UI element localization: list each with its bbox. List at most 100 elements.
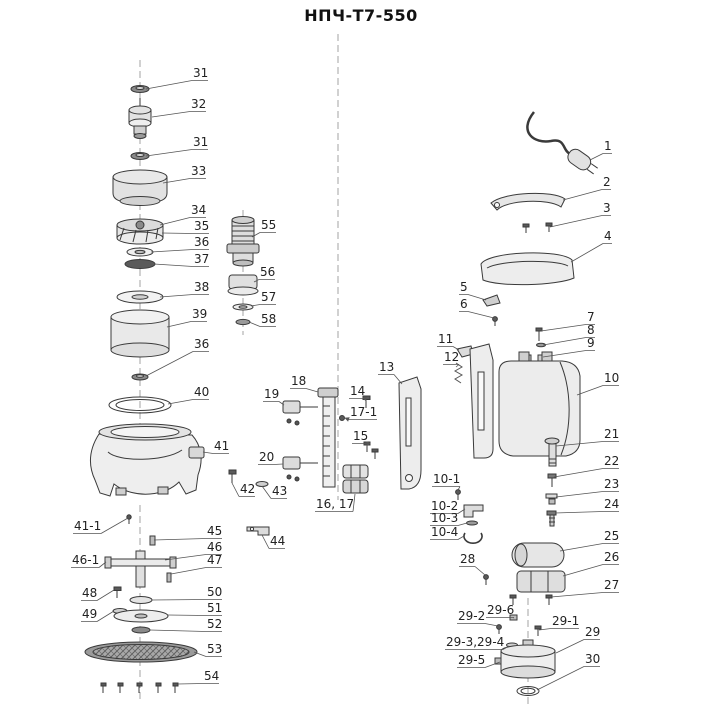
part-bolt-42 (228, 469, 237, 483)
part-label-10-4: 10-4 (431, 525, 458, 539)
leader-line-18 (290, 388, 319, 393)
part-washer-10-3 (466, 520, 478, 526)
leader-line-15 (352, 444, 368, 447)
leader-line-17-1 (345, 418, 377, 420)
part-label-55: 55 (261, 218, 276, 232)
part-label-38: 38 (194, 280, 209, 294)
leader-line-29 (555, 639, 600, 654)
leader-line-23 (555, 491, 619, 498)
leader-line-33 (162, 178, 206, 184)
leader-line-45 (153, 538, 222, 541)
part-impeller-34-35 (116, 218, 164, 245)
part-label-37: 37 (194, 252, 209, 266)
leader-line-53 (193, 651, 222, 657)
leader-line-49 (81, 610, 115, 622)
leader-line-44 (261, 534, 285, 549)
part-bolt-21 (544, 437, 560, 467)
part-label-24: 24 (604, 497, 619, 511)
part-pin-45 (149, 535, 156, 546)
part-label-34: 34 (191, 203, 206, 217)
leader-line-29-6 (486, 617, 515, 619)
part-label-35: 35 (194, 219, 209, 233)
part-label-57: 57 (261, 290, 276, 304)
leader-line-43 (261, 485, 287, 499)
leader-line-2 (562, 189, 611, 201)
part-label-46-1: 46-1 (72, 553, 99, 567)
leader-line-36 (145, 351, 209, 377)
leader-line-52 (149, 629, 222, 632)
leader-line-47 (170, 567, 222, 575)
part-label-29-5: 29-5 (458, 653, 485, 667)
part-label-5: 5 (460, 280, 468, 294)
leader-line-9 (542, 350, 595, 358)
part-cup-39 (110, 309, 170, 358)
leader-line-31 (145, 80, 208, 90)
part-label-12: 12 (444, 350, 459, 364)
part-label-29-3-29-4: 29-3,29-4 (446, 635, 504, 649)
part-label-2: 2 (603, 175, 611, 189)
part-label-41-1: 41-1 (74, 519, 101, 533)
part-power-cord-1 (526, 111, 598, 175)
part-label-29: 29 (585, 625, 600, 639)
part-pin-47 (166, 572, 172, 583)
part-label-10-2: 10-2 (431, 499, 458, 513)
part-label-30: 30 (585, 652, 600, 666)
leader-line-8 (542, 337, 595, 346)
leader-line-10-1 (432, 486, 461, 491)
part-clamp-10-4 (463, 532, 483, 544)
leader-line-58 (248, 321, 276, 327)
leader-line-57 (250, 304, 276, 307)
part-label-10-3: 10-3 (431, 511, 458, 525)
part-washer-52 (131, 626, 151, 634)
leader-line-29-2 (457, 623, 499, 627)
page-title: НПЧ-Т7-550 (304, 6, 418, 25)
part-disc-38 (116, 290, 164, 304)
leader-line-35 (161, 232, 209, 234)
part-label-52: 52 (207, 617, 222, 631)
part-label-8: 8 (587, 323, 595, 337)
part-label-10-1: 10-1 (433, 472, 460, 486)
part-label-29-2: 29-2 (458, 609, 485, 623)
part-label-33: 33 (191, 164, 206, 178)
part-label-56: 56 (260, 265, 275, 279)
part-screws-27 (509, 594, 553, 605)
part-washer-8 (536, 342, 546, 348)
leader-line-11 (437, 346, 460, 351)
part-washer-31-bottom (130, 152, 150, 160)
leader-line-39 (166, 321, 207, 328)
leader-line-24 (554, 511, 619, 514)
part-label-15: 15 (353, 429, 368, 443)
part-screw-29-1 (534, 625, 542, 636)
part-plate-13 (398, 376, 422, 490)
leader-line-10-2 (430, 508, 466, 514)
part-label-32: 32 (191, 97, 206, 111)
part-label-36: 36 (194, 337, 209, 351)
leader-line-13 (378, 374, 403, 385)
part-label-29-1: 29-1 (552, 614, 579, 628)
leader-line-6 (459, 311, 495, 319)
part-label-26: 26 (604, 550, 619, 564)
part-guide-plate-10 (469, 343, 494, 459)
leader-line-10 (576, 385, 619, 396)
part-label-44: 44 (270, 534, 285, 548)
part-label-54: 54 (204, 669, 219, 683)
part-bracket-44 (246, 526, 270, 536)
part-body-26 (516, 570, 566, 593)
leader-line-50 (151, 599, 222, 601)
part-handle-2 (490, 192, 566, 211)
part-screws-54 (100, 682, 179, 693)
part-coupling-56 (227, 274, 259, 296)
part-label-53: 53 (207, 642, 222, 656)
part-label-18: 18 (291, 374, 306, 388)
part-label-25: 25 (604, 529, 619, 543)
leader-line-31 (145, 149, 208, 157)
part-screw-48 (113, 586, 122, 598)
leader-line-16-17 (315, 493, 356, 512)
part-label-50: 50 (207, 585, 222, 599)
part-ring-40 (108, 396, 172, 414)
leader-line-28 (459, 566, 486, 576)
part-shaft-crosspiece-46 (104, 550, 177, 588)
part-spring-12 (453, 362, 464, 384)
part-label-41: 41 (214, 439, 229, 453)
part-label-20: 20 (259, 450, 274, 464)
